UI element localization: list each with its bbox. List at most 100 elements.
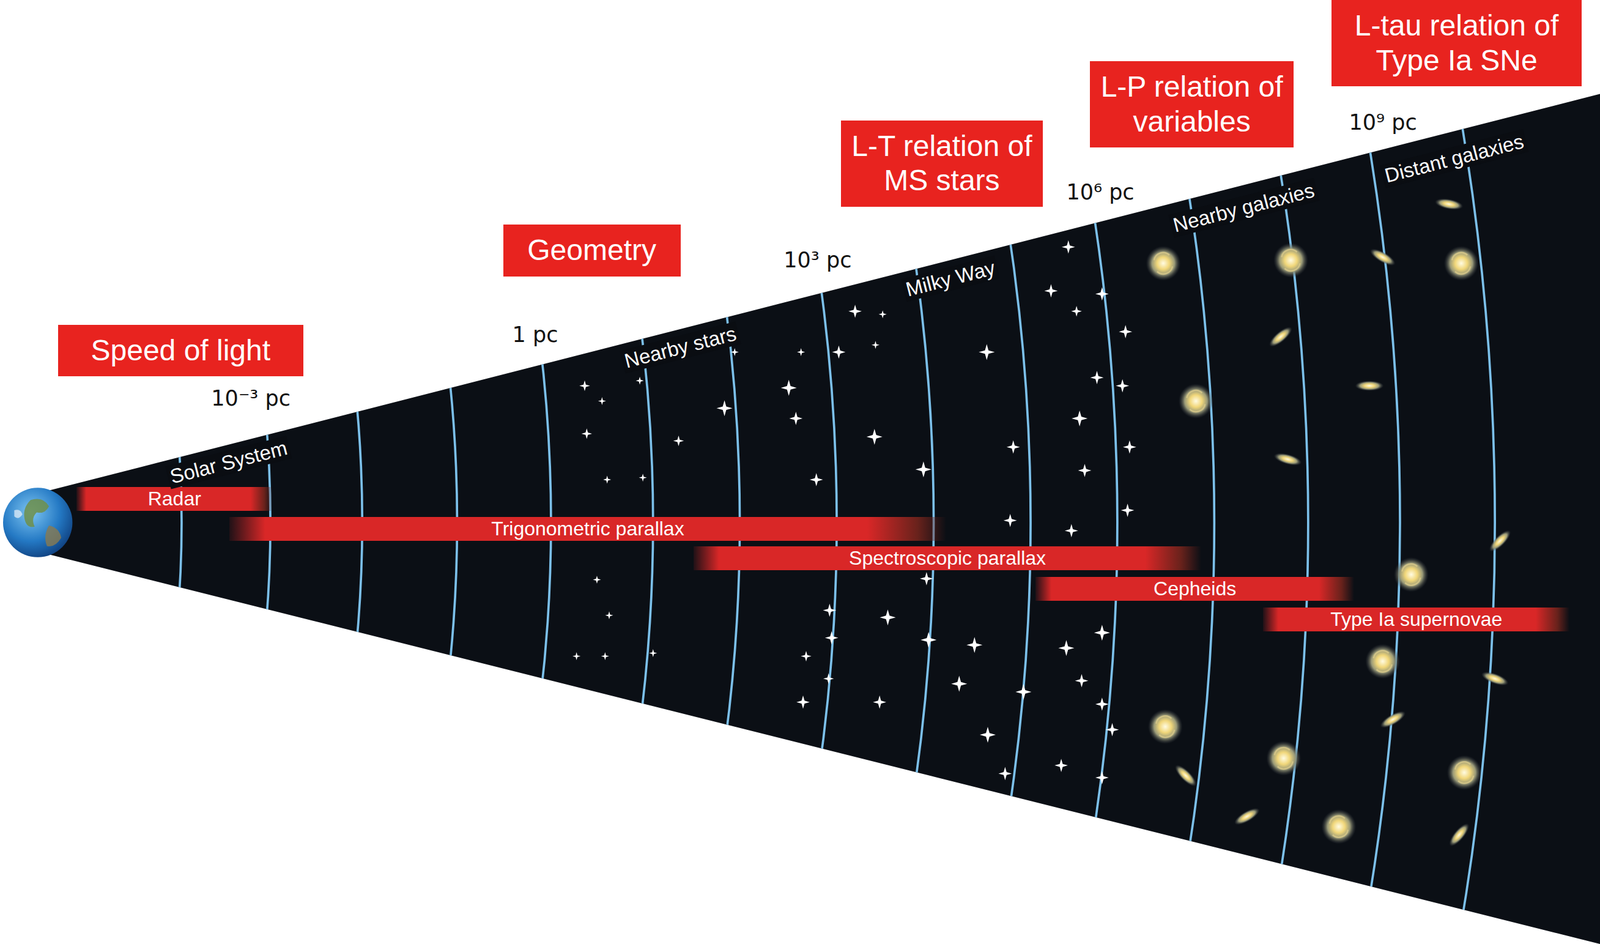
star <box>800 650 812 662</box>
star <box>1095 770 1109 785</box>
edge-on-galaxy <box>1231 804 1262 829</box>
star <box>781 379 797 396</box>
galaxy-glow <box>1365 644 1400 679</box>
galaxy-arm <box>1455 761 1474 783</box>
star <box>796 348 805 356</box>
spiral-galaxy <box>1273 242 1309 278</box>
galaxy-arm <box>1329 815 1349 838</box>
star <box>1121 503 1135 517</box>
star <box>1078 463 1092 478</box>
star <box>1094 624 1111 641</box>
star <box>572 651 581 660</box>
star <box>1058 639 1075 656</box>
spiral-galaxy <box>1148 708 1183 744</box>
spiral-galaxy <box>1321 809 1357 845</box>
star <box>919 571 934 586</box>
distance-wedge <box>35 93 1600 944</box>
earth-land <box>23 498 49 527</box>
star <box>1070 305 1082 317</box>
star <box>788 411 803 426</box>
spiral-galaxy <box>1178 383 1214 419</box>
galaxy-glow <box>1148 708 1183 744</box>
star <box>1003 513 1018 528</box>
star <box>1095 287 1109 301</box>
earth-globe <box>3 487 73 557</box>
star <box>639 473 648 482</box>
edge-on-galaxy <box>1355 380 1385 391</box>
star <box>1075 674 1089 688</box>
galaxy-arm <box>1451 252 1471 275</box>
distance-label: 10⁻³ pc <box>211 385 291 411</box>
star <box>579 380 590 391</box>
star <box>878 310 887 319</box>
spiral-galaxy <box>1393 557 1429 593</box>
distance-arc <box>0 0 1495 944</box>
galaxy-glow <box>1447 754 1482 790</box>
edge-on-galaxy <box>1272 450 1303 468</box>
star <box>998 766 1012 781</box>
star <box>920 631 937 648</box>
star <box>915 461 932 478</box>
method-box: L-P relation of variables <box>1089 61 1295 148</box>
distance-label: 1 pc <box>512 322 559 347</box>
distance-arcs <box>0 0 1495 944</box>
edge-on-galaxy <box>1479 668 1511 689</box>
star <box>1095 697 1109 711</box>
earth-cloud <box>14 509 23 519</box>
galaxy-glow <box>1393 557 1429 593</box>
range-name: Type Ia supernovae <box>1330 607 1503 630</box>
galaxy-arm <box>1401 563 1421 586</box>
star <box>1115 379 1130 393</box>
star <box>1071 410 1088 427</box>
star <box>979 726 996 743</box>
method-box: Geometry <box>503 224 681 277</box>
star <box>648 648 657 657</box>
spiral-galaxy <box>1447 754 1482 790</box>
star <box>823 603 837 618</box>
star <box>1015 683 1032 700</box>
star <box>598 396 607 405</box>
star <box>1006 440 1021 454</box>
edge-on-galaxy <box>1486 527 1514 555</box>
spiral-galaxy <box>1444 245 1479 281</box>
galaxy-arm <box>1154 252 1173 275</box>
star <box>1054 758 1068 772</box>
distance-arc <box>0 0 457 944</box>
star <box>1044 284 1059 298</box>
method-name: L-T relation of MS stars <box>851 129 1032 197</box>
star <box>1122 440 1137 454</box>
method-box: L-T relation of MS stars <box>840 120 1043 207</box>
distance-label: 10³ pc <box>783 247 852 273</box>
star <box>1090 370 1104 385</box>
star <box>1064 524 1079 538</box>
star <box>848 304 862 319</box>
range-bar: Cepheids <box>1035 576 1355 601</box>
star <box>730 348 739 356</box>
stars <box>572 240 1137 785</box>
method-name: L-P relation of variables <box>1100 70 1284 138</box>
star <box>601 651 610 660</box>
edge-on-galaxy <box>1445 820 1473 849</box>
star <box>673 435 684 446</box>
range-bar: Trigonometric parallax <box>229 516 946 541</box>
edge-on-galaxy <box>1434 196 1465 212</box>
star <box>879 609 896 626</box>
galaxy-glow <box>1178 383 1214 419</box>
galaxy-glow <box>1321 809 1357 845</box>
distance-label: 10⁹ pc <box>1349 110 1418 135</box>
star <box>866 428 883 445</box>
galaxies <box>1146 196 1514 849</box>
star <box>636 376 645 385</box>
galaxy-glow <box>1146 245 1182 281</box>
range-name: Trigonometric parallax <box>491 517 684 540</box>
distance-label: 10⁶ pc <box>1066 179 1134 205</box>
star <box>605 611 614 619</box>
earth <box>3 487 73 557</box>
edge-on-galaxy <box>1171 761 1200 789</box>
method-name: Speed of light <box>91 333 271 367</box>
star <box>825 631 839 645</box>
earth-land <box>45 525 62 547</box>
star <box>809 472 824 487</box>
star <box>716 400 733 416</box>
range-name: Cepheids <box>1153 577 1237 600</box>
